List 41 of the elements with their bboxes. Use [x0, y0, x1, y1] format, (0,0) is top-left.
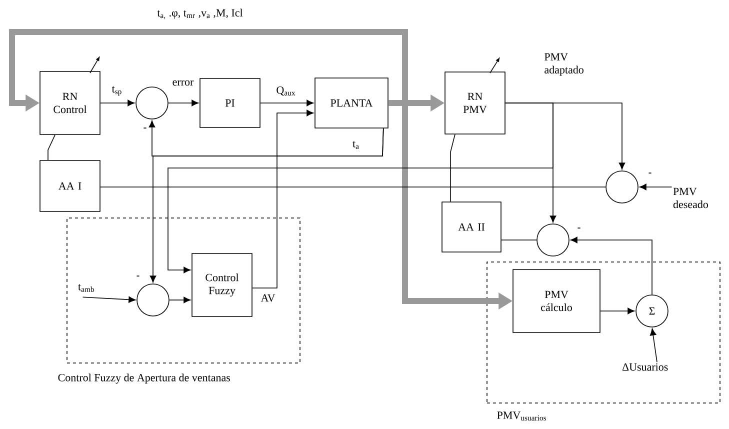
signal-label: PMV deseado [673, 188, 708, 208]
summing-junction [536, 224, 570, 256]
arrow [639, 184, 672, 190]
block-box: RN PMV [444, 72, 506, 134]
signal-label: ΔUsuarios [622, 363, 668, 371]
edge-label: t$_{a}$ [352, 140, 360, 150]
arrow [252, 110, 314, 288]
summing-junction [136, 86, 168, 120]
arrow [82, 296, 136, 303]
block-box: AA I [40, 160, 100, 212]
edge-label: t$_{sp}$ [110, 85, 124, 97]
block-box: PI [200, 78, 260, 128]
edge-label: error [172, 80, 194, 86]
arrow [570, 236, 652, 295]
edge-label: AV [260, 294, 276, 302]
minus-sign: - [648, 172, 652, 174]
block-box: PMV cálculo [512, 269, 600, 333]
arrow [169, 296, 191, 304]
edge-label: Q$_{aux}$ [275, 85, 297, 97]
arrow [260, 100, 314, 106]
block-box: RN Control [40, 71, 100, 135]
summing-junction [136, 284, 170, 316]
arrow [168, 102, 554, 274]
connector-line [450, 134, 456, 202]
arrow [600, 308, 635, 314]
signal-label: t$_{amb}$ [78, 284, 94, 292]
edge-label: PMV adaptado [544, 53, 584, 76]
block-box: PLANTA [314, 78, 388, 128]
block-box: AA II [442, 202, 502, 252]
connector-line [100, 186, 606, 188]
summing-junction: Σ [636, 294, 668, 328]
arrow [150, 128, 384, 283]
arrow [100, 100, 135, 106]
arrow [650, 328, 658, 362]
summing-junction [606, 170, 638, 204]
block-box: Control Fuzzy [192, 253, 252, 317]
edge-label: t$_{a,}$ .φ, t$_{mr}$ ,v$_{a}$ ,M, Icl [157, 8, 243, 20]
arrow [168, 100, 199, 106]
connector-line [48, 134, 56, 160]
node-label: Control Fuzzy de Apertura de ventanas [58, 374, 230, 384]
node-label: PMV$_{usuarios}$ [497, 412, 546, 421]
